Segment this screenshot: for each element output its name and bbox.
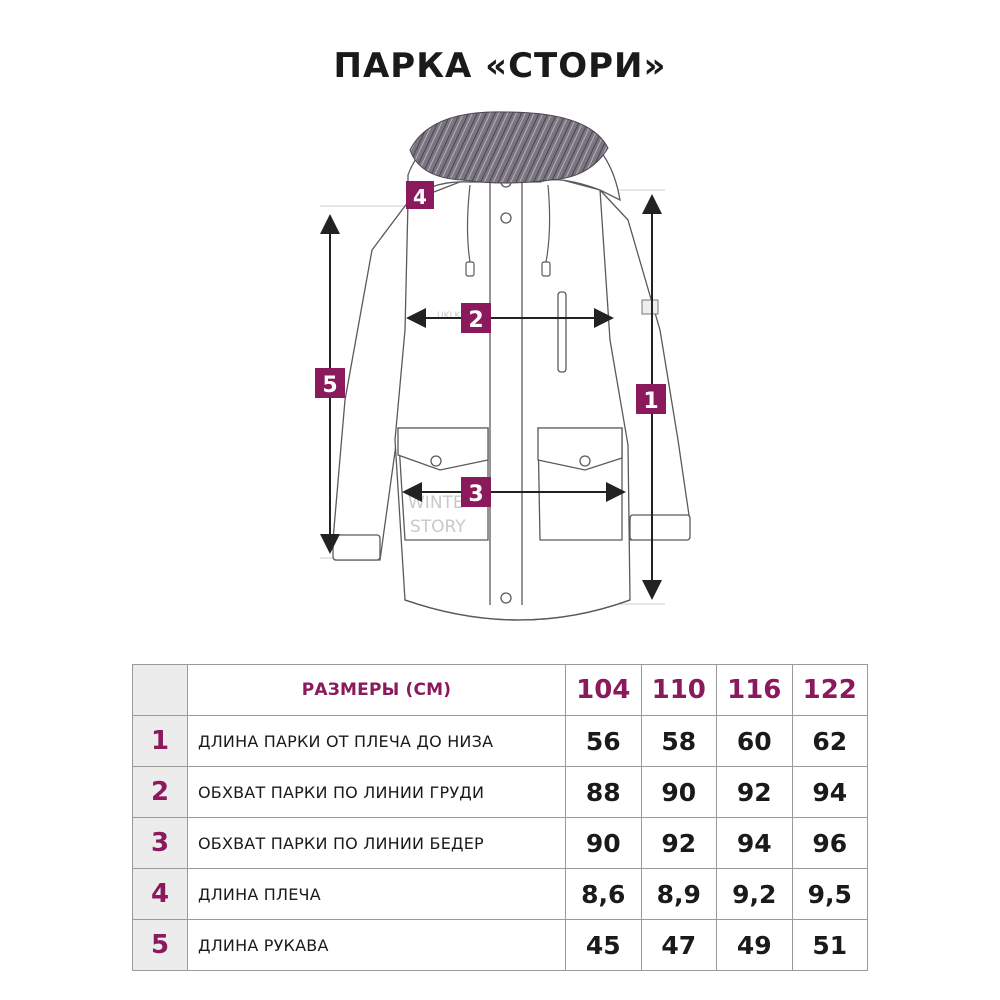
svg-text:1: 1 — [643, 389, 658, 414]
table-row: 5 ДЛИНА РУКАВА 45 47 49 51 — [132, 919, 868, 971]
badge-3: 3 — [461, 477, 491, 507]
size-header-104: 104 — [565, 664, 642, 716]
badge-4: 4 — [406, 181, 434, 209]
table-header-row: РАЗМЕРЫ (СМ) 104 110 116 122 — [132, 664, 868, 716]
table-row: 4 ДЛИНА ПЛЕЧА 8,6 8,9 9,2 9,5 — [132, 868, 868, 920]
table-row: 3 ОБХВАТ ПАРКИ ПО ЛИНИИ БЕДЕР 90 92 94 9… — [132, 817, 868, 869]
watermark-line-2: STORY — [410, 517, 466, 537]
header-label: РАЗМЕРЫ (СМ) — [187, 664, 566, 716]
row-value: 90 — [565, 817, 642, 869]
row-value: 88 — [565, 766, 642, 818]
row-label: ОБХВАТ ПАРКИ ПО ЛИНИИ ГРУДИ — [187, 766, 566, 818]
parka-diagram: UKLK WINTE STORY 1 2 3 4 5 — [315, 111, 691, 621]
row-value: 94 — [791, 766, 868, 818]
row-value: 90 — [640, 766, 717, 818]
row-value: 45 — [565, 919, 642, 971]
row-value: 49 — [716, 919, 793, 971]
row-value: 8,9 — [640, 868, 717, 920]
size-header-110: 110 — [640, 664, 717, 716]
row-value: 58 — [640, 715, 717, 767]
badge-2: 2 — [461, 303, 491, 333]
row-number: 2 — [132, 766, 188, 818]
row-value: 9,5 — [791, 868, 868, 920]
svg-text:3: 3 — [468, 482, 483, 507]
watermark-line-1: WINTE — [408, 493, 464, 513]
row-number: 3 — [132, 817, 188, 869]
row-value: 92 — [640, 817, 717, 869]
table-row: 1 ДЛИНА ПАРКИ ОТ ПЛЕЧА ДО НИЗА 56 58 60 … — [132, 715, 868, 767]
row-value: 60 — [716, 715, 793, 767]
row-label: ДЛИНА ПАРКИ ОТ ПЛЕЧА ДО НИЗА — [187, 715, 566, 767]
size-header-116: 116 — [716, 664, 793, 716]
row-value: 62 — [791, 715, 868, 767]
row-value: 56 — [565, 715, 642, 767]
row-number: 1 — [132, 715, 188, 767]
row-number: 5 — [132, 919, 188, 971]
size-table: РАЗМЕРЫ (СМ) 104 110 116 122 1 ДЛИНА ПАР… — [132, 664, 868, 971]
row-value: 47 — [640, 919, 717, 971]
row-number: 4 — [132, 868, 188, 920]
parka-outline — [332, 119, 691, 621]
row-label: ОБХВАТ ПАРКИ ПО ЛИНИИ БЕДЕР — [187, 817, 566, 869]
row-value: 51 — [791, 919, 868, 971]
row-value: 96 — [791, 817, 868, 869]
svg-text:5: 5 — [322, 373, 337, 398]
size-header-122: 122 — [791, 664, 868, 716]
drawcords — [465, 184, 551, 277]
row-label: ДЛИНА РУКАВА — [187, 919, 566, 971]
header-corner-cell — [132, 664, 188, 716]
badge-5: 5 — [315, 368, 345, 398]
row-value: 8,6 — [565, 868, 642, 920]
sleeve-tag — [641, 299, 659, 315]
badge-1: 1 — [636, 384, 666, 414]
table-row: 2 ОБХВАТ ПАРКИ ПО ЛИНИИ ГРУДИ 88 90 92 9… — [132, 766, 868, 818]
page-title: ПАРКА «СТОРИ» — [333, 46, 667, 86]
svg-text:4: 4 — [413, 185, 427, 209]
row-label: ДЛИНА ПЛЕЧА — [187, 868, 566, 920]
brand-label: UKLK — [437, 311, 462, 321]
svg-text:2: 2 — [468, 308, 483, 333]
row-value: 9,2 — [716, 868, 793, 920]
fur-trim — [409, 111, 609, 184]
row-value: 92 — [716, 766, 793, 818]
row-value: 94 — [716, 817, 793, 869]
